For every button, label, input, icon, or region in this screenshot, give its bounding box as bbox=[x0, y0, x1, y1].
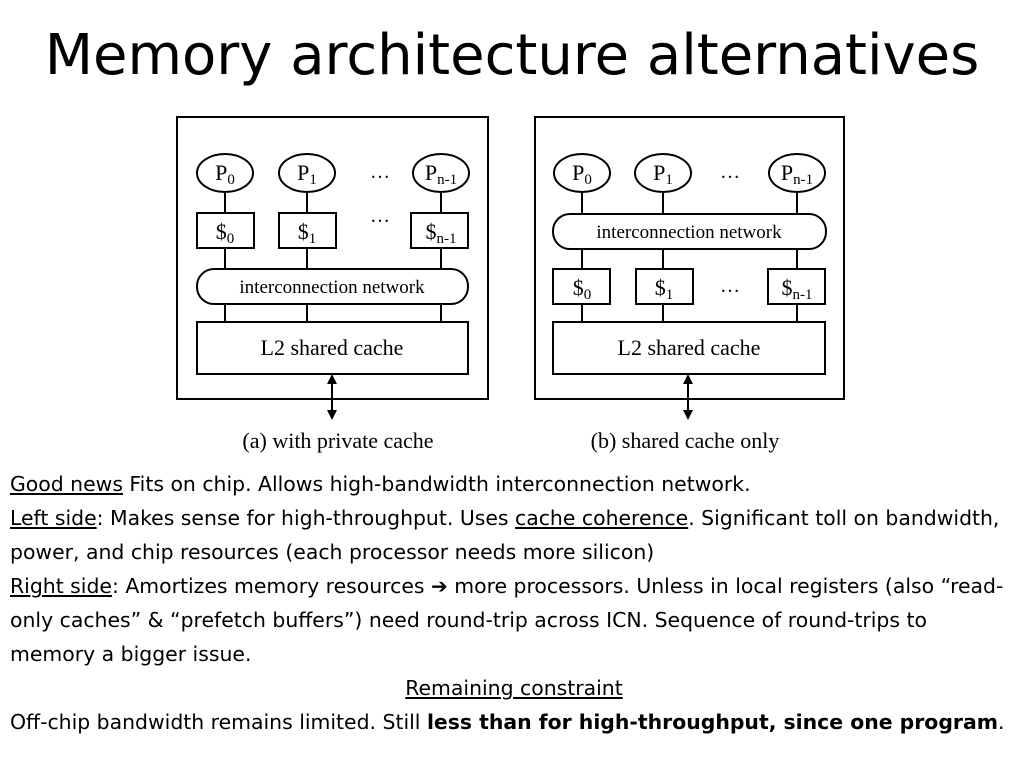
panel-b-processor-n-1-label: Pn-1 bbox=[781, 160, 813, 188]
panel-b-l2-label: L2 shared cache bbox=[618, 335, 761, 360]
panel-b-cache-1 bbox=[635, 268, 694, 305]
panel-b-processor-0-label: P0 bbox=[572, 160, 592, 188]
panel-a-processor-0-label: P0 bbox=[215, 160, 235, 188]
panel-b-cache-ellipsis: … bbox=[720, 275, 740, 297]
memory-architecture-diagram: P0 P1 Pn-1 … $0 $1 $n-1 … interconnectio… bbox=[176, 116, 845, 453]
panel-b-frame bbox=[534, 116, 845, 400]
slide-title: Memory architecture alternatives bbox=[44, 23, 980, 88]
panel-a-cache-0-label: $0 bbox=[216, 219, 235, 247]
good-news-line: Good news Fits on chip. Allows high-band… bbox=[10, 467, 1018, 501]
good-news-label: Good news bbox=[10, 472, 123, 496]
panel-a-processor-n-1-label: Pn-1 bbox=[425, 160, 457, 188]
panel-b-cache-n-1-label: $n-1 bbox=[782, 275, 813, 303]
panel-b-caption: (b) shared cache only bbox=[591, 428, 780, 453]
slide-body: Good news Fits on chip. Allows high-band… bbox=[10, 467, 1018, 739]
right-side-label: Right side bbox=[10, 574, 112, 598]
offchip-emphasis: less than for high-throughput, since one… bbox=[426, 710, 998, 734]
panel-b-cache-1-label: $1 bbox=[655, 275, 674, 303]
panel-a-cache-ellipsis: … bbox=[370, 205, 390, 227]
panel-b-network bbox=[552, 213, 827, 250]
panel-b-cache-0-label: $0 bbox=[573, 275, 592, 303]
cache-coherence-term: cache coherence bbox=[515, 506, 689, 530]
panel-b-l2-cache bbox=[552, 321, 826, 375]
left-side-label: Left side bbox=[10, 506, 97, 530]
panel-a-l2-label: L2 shared cache bbox=[261, 335, 404, 360]
remaining-constraint-heading: Remaining constraint bbox=[405, 676, 623, 700]
panel-b-processor-1-label: P1 bbox=[653, 160, 673, 188]
panel-a-network bbox=[196, 268, 469, 305]
panel-a-processor-ellipsis: … bbox=[370, 161, 390, 183]
panel-a-cache-n-1-label: $n-1 bbox=[426, 219, 457, 247]
right-arrow-icon: ➔ bbox=[430, 574, 448, 598]
panel-a-cache-n-1 bbox=[410, 212, 469, 249]
panel-b-processor-ellipsis: … bbox=[720, 161, 740, 183]
left-side-paragraph: Left side: Makes sense for high-throughp… bbox=[10, 506, 1000, 564]
panel-a-processor-1-label: P1 bbox=[297, 160, 317, 188]
right-side-paragraph: Right side: Amortizes memory resources ➔… bbox=[10, 574, 1004, 666]
panel-b-network-label: interconnection network bbox=[596, 222, 782, 243]
good-news-text: Fits on chip. Allows high-bandwidth inte… bbox=[122, 472, 751, 496]
panel-a-l2-cache bbox=[196, 321, 469, 375]
offchip-paragraph: Off-chip bandwidth remains limited. Stil… bbox=[10, 710, 1005, 734]
panel-a-caption: (a) with private cache bbox=[242, 428, 433, 453]
panel-a-network-label: interconnection network bbox=[239, 277, 425, 298]
panel-a-cache-1-label: $1 bbox=[298, 219, 317, 247]
